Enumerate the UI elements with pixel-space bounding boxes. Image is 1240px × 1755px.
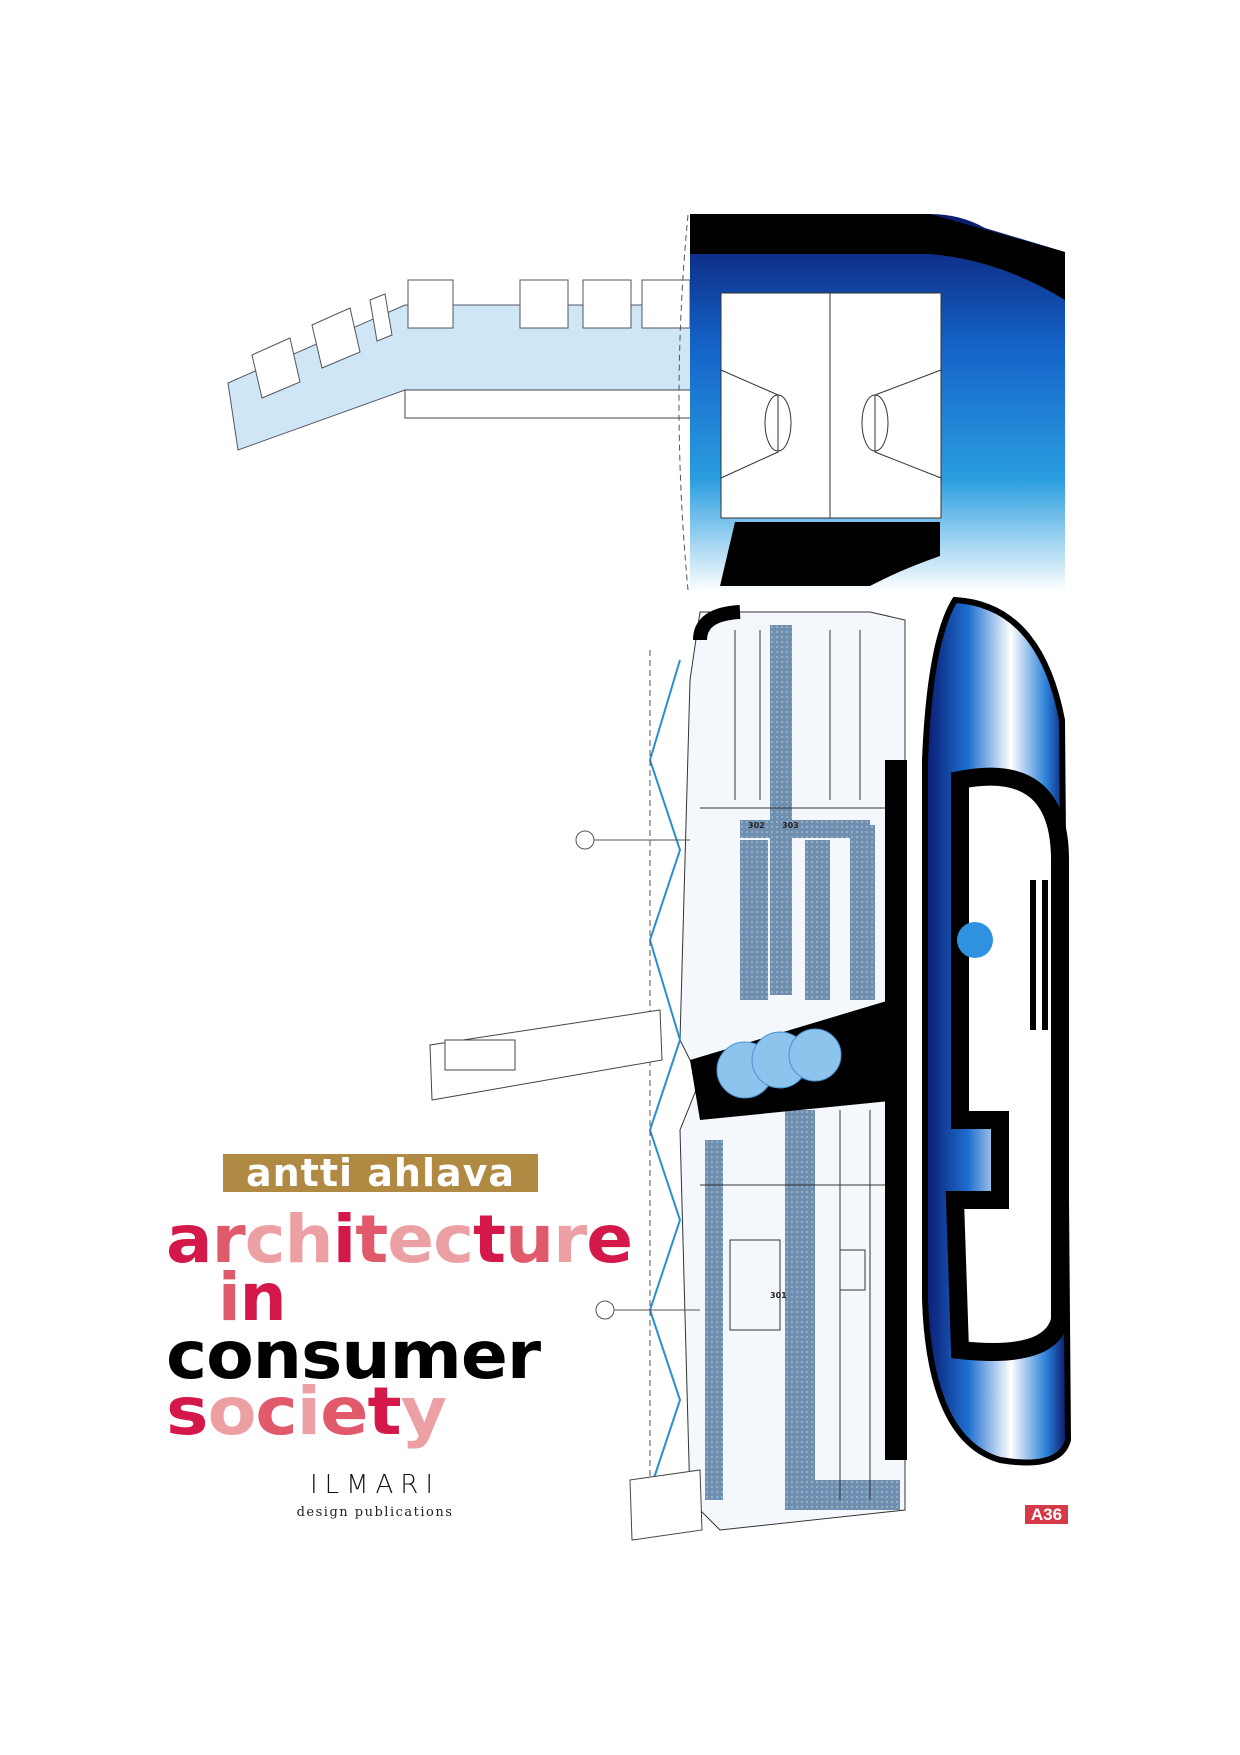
title-letter: e	[387, 1201, 434, 1278]
title-letter: o	[206, 1317, 254, 1394]
title-letter: a	[166, 1201, 213, 1278]
title-letter: t	[473, 1201, 506, 1278]
author-name: antti ahlava	[223, 1154, 538, 1192]
room-label: 303	[782, 821, 799, 830]
callout-marker	[575, 830, 595, 850]
title-letter: c	[433, 1201, 474, 1278]
title-letter: u	[341, 1317, 390, 1394]
title-letter: t	[355, 1201, 388, 1278]
room-label: 302	[748, 821, 765, 830]
title-letter: t	[367, 1373, 401, 1450]
title-line-consumer: consumer	[166, 1323, 541, 1389]
side-wings	[429, 1009, 703, 1541]
title-letter: s	[166, 1373, 209, 1450]
title-letter: r	[506, 1317, 541, 1394]
title-letter: e	[320, 1373, 368, 1450]
publisher-logo: ILMARI	[309, 1470, 441, 1500]
title-letter: c	[244, 1201, 286, 1278]
title-letter: o	[207, 1373, 256, 1450]
lower-building-plan: 302 303 301	[679, 605, 907, 1531]
title-letter: h	[284, 1201, 334, 1278]
title-line-in: in	[218, 1265, 287, 1331]
title-letter: r	[553, 1201, 587, 1278]
room-label: 301	[770, 1291, 787, 1300]
title-line-architecture: architecture	[166, 1207, 633, 1273]
callout-marker	[595, 1300, 615, 1320]
title-letter: n	[239, 1259, 287, 1336]
series-badge: A36	[1025, 1505, 1068, 1524]
tree-icons	[716, 1028, 842, 1099]
publisher-tagline: design publications	[296, 1505, 454, 1520]
title-line-society: society	[166, 1379, 447, 1445]
title-letter: n	[252, 1317, 302, 1394]
title-letter: m	[389, 1317, 462, 1394]
title-letter: c	[166, 1317, 207, 1394]
title-letter: i	[296, 1373, 321, 1450]
gym-block	[678, 214, 1065, 592]
zigzag-structure	[648, 659, 682, 1531]
title-letter: y	[400, 1373, 448, 1450]
title-letter: r	[211, 1201, 246, 1278]
title-letter: c	[255, 1373, 297, 1450]
capsule-structure	[922, 596, 1072, 1466]
title-letter: u	[505, 1201, 554, 1278]
title-letter: e	[586, 1201, 633, 1278]
title-letter: s	[301, 1317, 342, 1394]
title-letter: i	[218, 1259, 241, 1336]
title-letter: i	[332, 1201, 357, 1278]
title-letter: e	[460, 1317, 508, 1394]
walkway-band	[227, 279, 701, 451]
